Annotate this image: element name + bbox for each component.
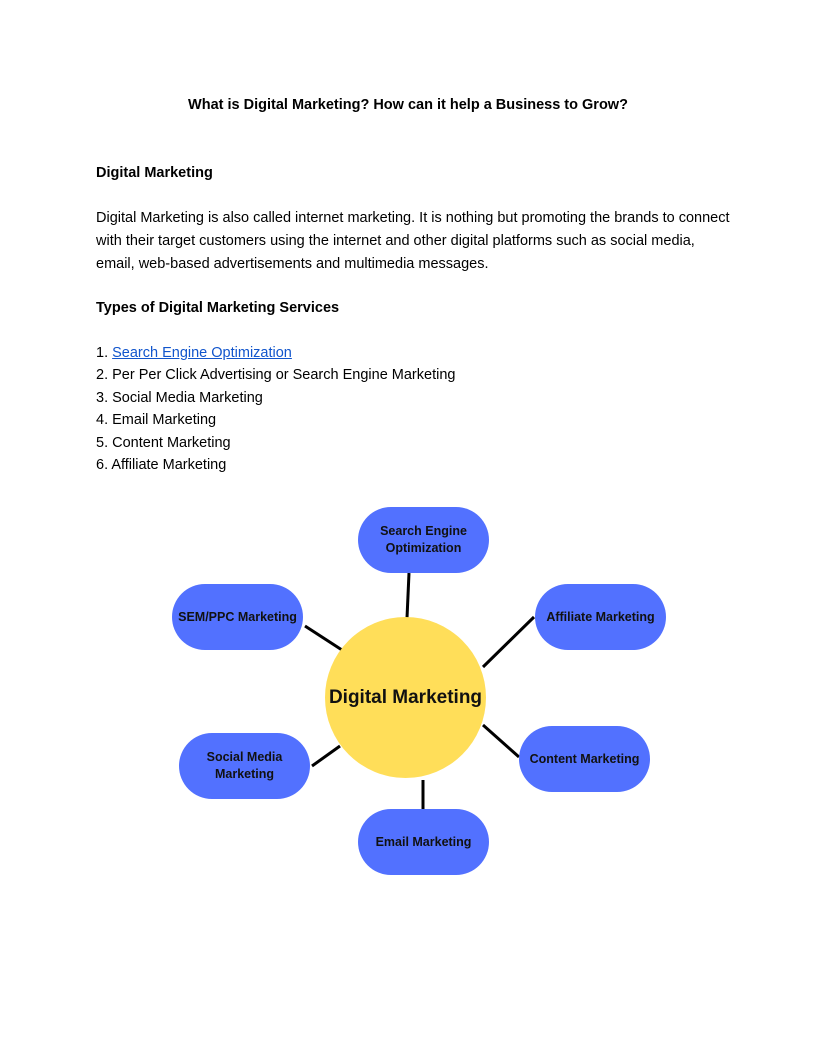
connector-social <box>311 744 341 768</box>
list-number: 5. <box>96 435 113 451</box>
center-node: Digital Marketing <box>325 617 486 778</box>
list-item: 2. Per Per Click Advertising or Search E… <box>96 367 455 383</box>
list-label: Affiliate Marketing <box>111 457 227 473</box>
list-number: 3. <box>96 390 113 406</box>
list-number: 4. <box>96 412 113 428</box>
node-affiliate: Affiliate Marketing <box>535 584 666 650</box>
list-item: 4. Email Marketing <box>96 412 216 428</box>
seo-link[interactable]: Search Engine Optimization <box>112 345 292 361</box>
node-email: Email Marketing <box>358 809 489 875</box>
section-heading-digital-marketing: Digital Marketing <box>96 165 213 181</box>
list-label: Email Marketing <box>112 412 217 428</box>
section-body: Digital Marketing is also called interne… <box>96 210 730 272</box>
list-item: 1. Search Engine Optimization <box>96 345 292 361</box>
page-title: What is Digital Marketing? How can it he… <box>188 97 628 113</box>
node-seo: Search Engine Optimization <box>358 507 489 573</box>
list-item: 5. Content Marketing <box>96 435 231 451</box>
node-sem: SEM/PPC Marketing <box>172 584 303 650</box>
list-label: Content Marketing <box>112 435 231 451</box>
connector-sem <box>304 624 343 652</box>
list-label: Per Per Click Advertising or Search Engi… <box>112 367 456 383</box>
connector-affiliate <box>481 615 536 669</box>
list-item: 6. Affiliate Marketing <box>96 457 226 473</box>
list-number: 2. <box>96 367 113 383</box>
node-content: Content Marketing <box>519 726 650 792</box>
list-label: Social Media Marketing <box>112 390 263 406</box>
connector-seo <box>405 572 411 619</box>
connector-content <box>482 723 520 759</box>
list-number: 6. <box>96 457 112 473</box>
list-number: 1. <box>96 345 113 361</box>
section-heading-types: Types of Digital Marketing Services <box>96 300 340 316</box>
list-item: 3. Social Media Marketing <box>96 390 263 406</box>
node-social: Social Media Marketing <box>179 733 310 799</box>
